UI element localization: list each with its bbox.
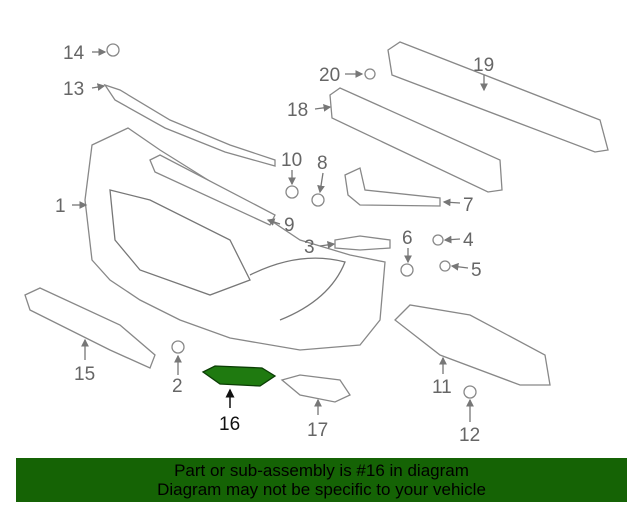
- part-7: [344, 167, 441, 207]
- part-11: [394, 304, 551, 386]
- part-5: [439, 260, 451, 272]
- label-3: 3: [304, 237, 315, 258]
- part-10: [285, 185, 299, 199]
- label-19: 19: [473, 55, 494, 76]
- label-15: 15: [74, 364, 95, 385]
- part-13: [103, 83, 276, 167]
- label-10: 10: [281, 150, 302, 171]
- leader-lines: [72, 48, 488, 422]
- part-6: [400, 263, 414, 277]
- part-14: [106, 43, 120, 57]
- banner-line-disclaimer: Diagram may not be specific to your vehi…: [157, 480, 486, 499]
- label-2: 2: [172, 376, 183, 397]
- label-18: 18: [287, 100, 308, 121]
- label-17: 17: [307, 420, 328, 441]
- part-4: [432, 234, 444, 246]
- part-2: [171, 340, 185, 354]
- part-3: [334, 235, 391, 251]
- part-18: [329, 87, 503, 193]
- banner-line-part: Part or sub-assembly is #16 in diagram: [174, 461, 469, 480]
- label-8: 8: [317, 153, 328, 174]
- part-8: [311, 193, 325, 207]
- part-15: [24, 287, 156, 369]
- label-1: 1: [55, 196, 66, 217]
- label-14: 14: [63, 43, 85, 64]
- label-4: 4: [463, 230, 474, 251]
- part-19: [387, 41, 609, 153]
- label-11: 11: [432, 377, 452, 398]
- label-20: 20: [319, 65, 340, 86]
- label-9: 9: [284, 215, 295, 236]
- part-17: [280, 374, 351, 403]
- part-16: [201, 365, 277, 387]
- label-16: 16: [219, 414, 240, 435]
- label-6: 6: [402, 228, 413, 249]
- part-12: [463, 385, 477, 399]
- label-5: 5: [471, 260, 482, 281]
- notice-banner: Part or sub-assembly is #16 in diagram D…: [16, 458, 627, 502]
- part-20: [364, 68, 376, 80]
- label-7: 7: [463, 195, 474, 216]
- label-13: 13: [63, 79, 84, 100]
- label-12: 12: [459, 425, 480, 446]
